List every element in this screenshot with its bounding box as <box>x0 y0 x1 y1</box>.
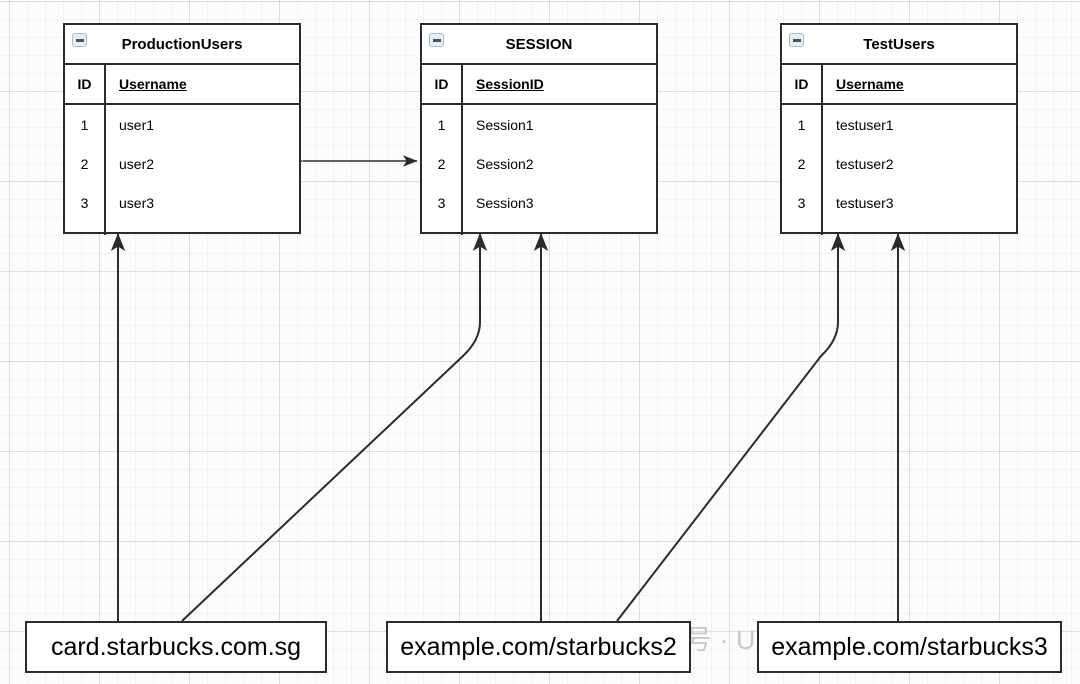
table-row[interactable]: 2 user2 <box>65 144 299 183</box>
table-row-filler <box>65 222 299 235</box>
row-id: 1 <box>422 105 463 144</box>
row-value: user1 <box>119 116 155 133</box>
table-row[interactable]: 1 Session1 <box>422 105 656 144</box>
connector-test-users-to-box-2 <box>600 233 846 639</box>
table-row-filler <box>782 222 1016 235</box>
url-box-label: card.starbucks.com.sg <box>50 632 302 661</box>
row-id: 1 <box>65 105 106 144</box>
column-header-key: Username <box>119 76 187 92</box>
connector-session-to-box-1 <box>164 233 488 638</box>
entity-title-text: TestUsers <box>863 36 935 53</box>
entity-title-bar: TestUsers <box>782 25 1016 65</box>
column-header-id: ID <box>65 65 106 103</box>
url-box-label: example.com/starbucks3 <box>771 632 1048 661</box>
table-row-filler <box>422 222 656 235</box>
row-value: user2 <box>119 155 155 172</box>
entity-header-row: ID Username <box>782 65 1016 105</box>
row-value: Session3 <box>476 194 534 211</box>
row-id: 3 <box>782 183 823 222</box>
url-box-2[interactable]: example.com/starbucks2 <box>386 621 691 673</box>
row-value: testuser2 <box>836 155 894 172</box>
entity-title-bar: SESSION <box>422 25 656 65</box>
table-row[interactable]: 3 Session3 <box>422 183 656 222</box>
row-id: 2 <box>422 144 463 183</box>
column-header-id: ID <box>422 65 463 103</box>
table-row[interactable]: 2 Session2 <box>422 144 656 183</box>
row-id: 3 <box>422 183 463 222</box>
collapse-minus-icon[interactable] <box>429 33 444 47</box>
collapse-minus-icon[interactable] <box>72 33 87 47</box>
collapse-minus-icon[interactable] <box>789 33 804 47</box>
entity-header-row: ID SessionID <box>422 65 656 105</box>
row-value: testuser3 <box>836 194 894 211</box>
table-row[interactable]: 3 testuser3 <box>782 183 1016 222</box>
row-id: 2 <box>65 144 106 183</box>
table-row[interactable]: 2 testuser2 <box>782 144 1016 183</box>
table-row[interactable]: 1 testuser1 <box>782 105 1016 144</box>
entity-table-session[interactable]: SESSION ID SessionID 1 Session1 2 Sessio… <box>420 23 658 235</box>
entity-title-text: SESSION <box>505 36 573 53</box>
column-header-id: ID <box>782 65 823 103</box>
entity-title-text: ProductionUsers <box>121 36 243 53</box>
entity-table-test-users[interactable]: TestUsers ID Username 1 testuser1 2 test… <box>780 23 1018 235</box>
row-value: Session1 <box>476 116 534 133</box>
row-value: testuser1 <box>836 116 894 133</box>
table-row[interactable]: 1 user1 <box>65 105 299 144</box>
entity-table-production-users[interactable]: ProductionUsers ID Username 1 user1 2 us… <box>63 23 301 235</box>
row-id: 1 <box>782 105 823 144</box>
row-value: Session2 <box>476 155 534 172</box>
url-box-3[interactable]: example.com/starbucks3 <box>757 621 1062 673</box>
column-header-key: SessionID <box>476 76 544 92</box>
column-header-key: Username <box>836 76 904 92</box>
url-box-1[interactable]: card.starbucks.com.sg <box>25 621 327 673</box>
url-box-label: example.com/starbucks2 <box>400 632 677 661</box>
row-value: user3 <box>119 194 155 211</box>
entity-header-row: ID Username <box>65 65 299 105</box>
row-id: 3 <box>65 183 106 222</box>
table-row[interactable]: 3 user3 <box>65 183 299 222</box>
entity-title-bar: ProductionUsers <box>65 25 299 65</box>
row-id: 2 <box>782 144 823 183</box>
